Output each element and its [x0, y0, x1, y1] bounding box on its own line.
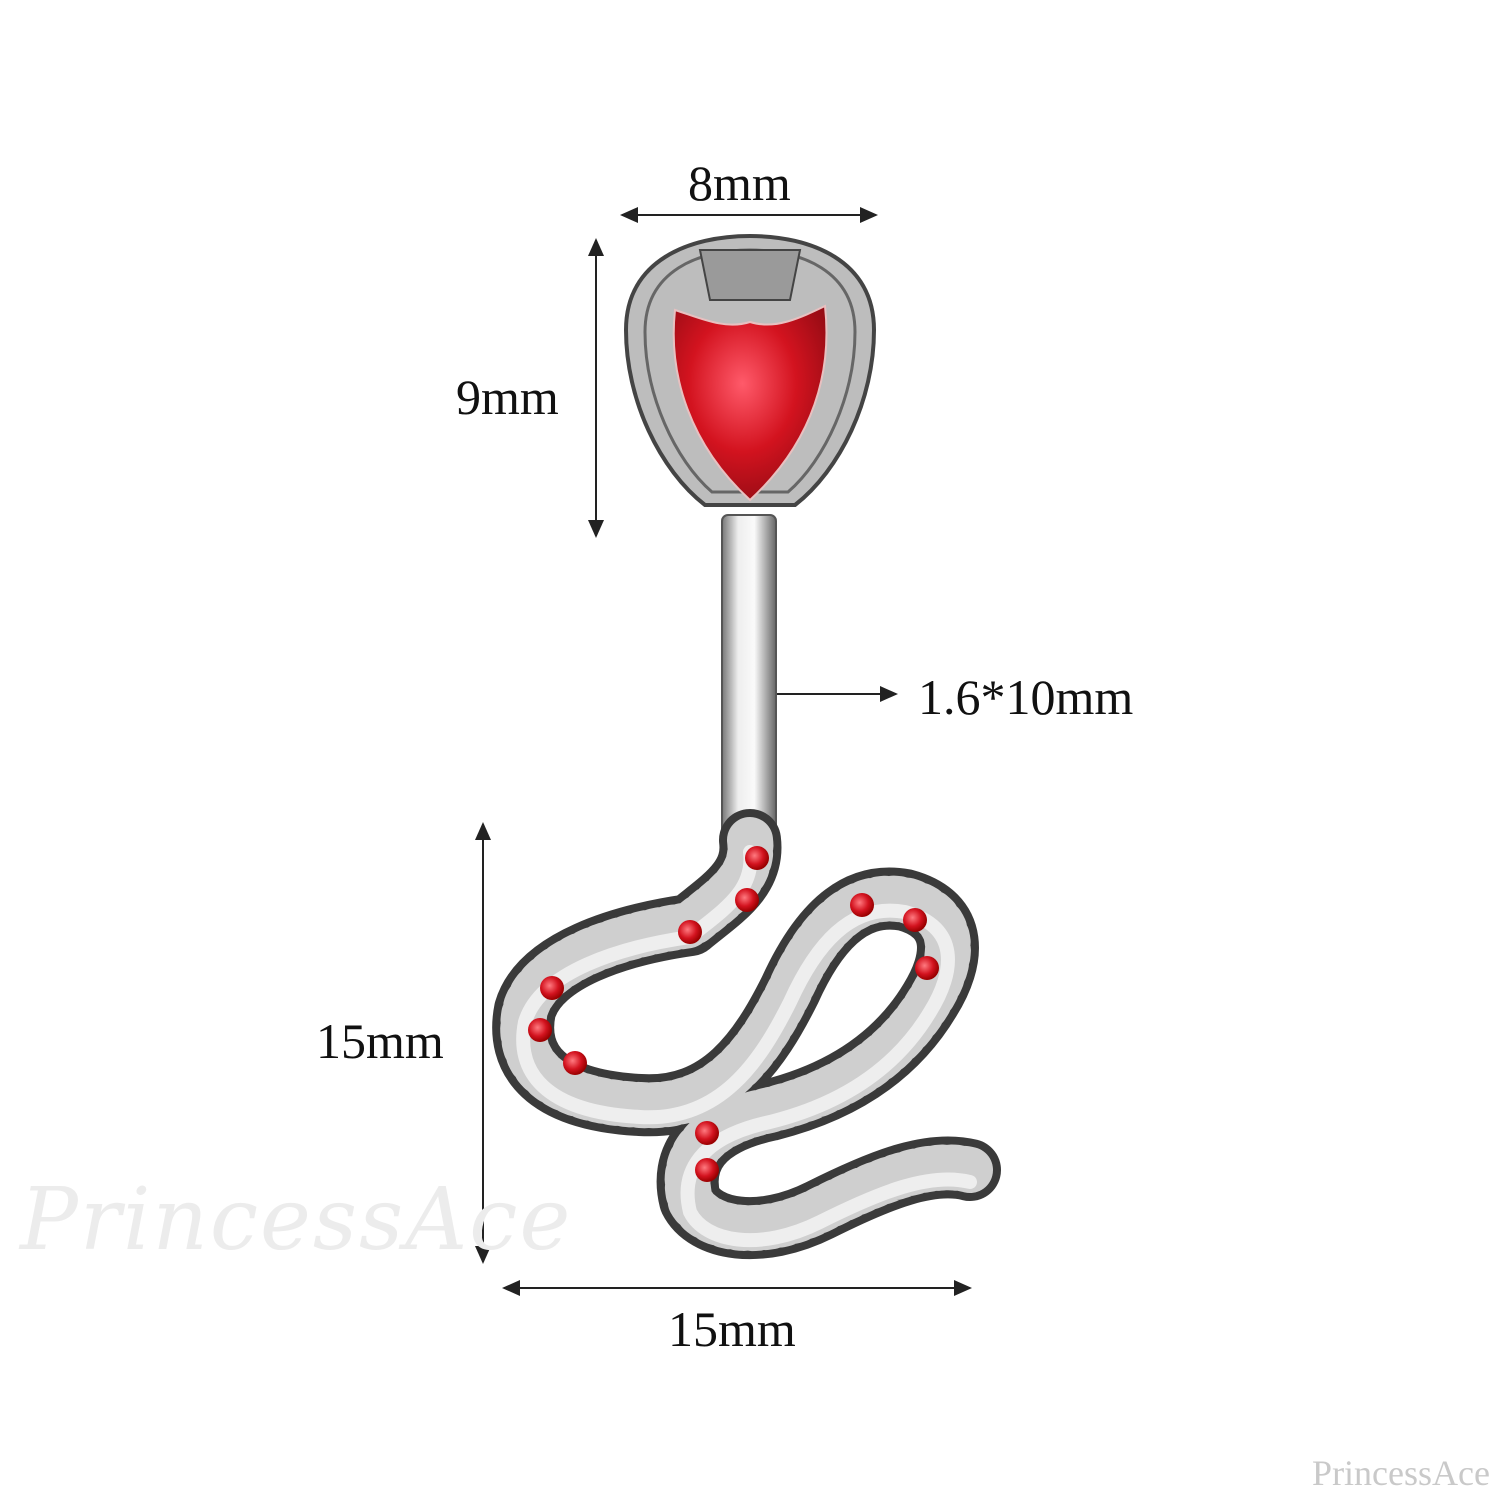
charm-width-label: 15mm: [668, 1301, 796, 1357]
bar-size-label: 1.6*10mm: [918, 669, 1134, 725]
barbell-shaft: [721, 514, 777, 836]
corner-watermark: PrincessAce: [1312, 1453, 1490, 1493]
charm-gems: [528, 846, 939, 1182]
cobra-head-top: [623, 233, 877, 507]
charm-height-label: 15mm: [316, 1013, 444, 1069]
snake-charm: [492, 809, 1001, 1260]
heart-gem: [672, 304, 828, 502]
top-height-label: 9mm: [456, 369, 559, 425]
top-width-label: 8mm: [688, 155, 791, 211]
script-watermark: PrincessAce: [20, 1170, 573, 1270]
